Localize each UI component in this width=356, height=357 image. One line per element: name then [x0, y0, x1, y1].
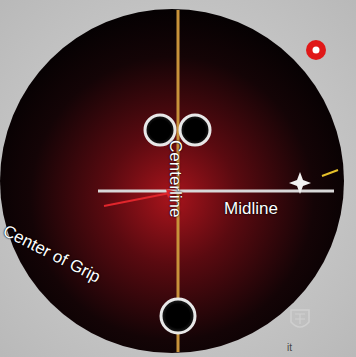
thumb-hole [161, 299, 195, 333]
logo-mark [295, 314, 305, 324]
logo-shield [291, 310, 309, 327]
finger-hole [180, 115, 210, 145]
cg-mark [322, 170, 338, 176]
pin-marker [306, 40, 326, 60]
pin-marker-center [313, 47, 320, 54]
midline-label: Midline [224, 200, 278, 217]
centerline-label: Centerline [167, 140, 184, 218]
leader-arrow [104, 193, 170, 206]
bowling-ball [0, 9, 344, 353]
cg-star [289, 172, 311, 194]
fragment-text: it [287, 343, 292, 353]
